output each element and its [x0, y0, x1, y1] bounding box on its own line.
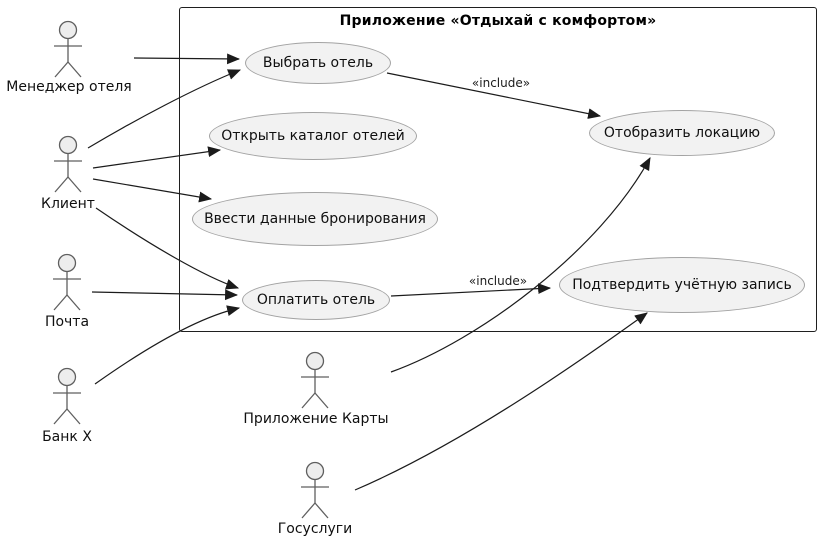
actor-gosuslugi-icon — [301, 461, 329, 519]
actor-maps-app-label: Приложение Карты — [243, 411, 389, 427]
include-label-confirm-account: «include» — [468, 274, 528, 288]
actor-client-icon — [54, 135, 82, 193]
usecase-confirm-account: Подтвердить учётную запись — [559, 257, 805, 313]
usecase-pay-hotel: Оплатить отель — [242, 280, 390, 320]
usecase-enter-booking-data: Ввести данные бронирования — [192, 192, 438, 246]
actor-post-label: Почта — [44, 314, 90, 330]
usecase-choose-hotel: Выбрать отель — [245, 42, 391, 84]
include-label-show-location: «include» — [471, 76, 531, 90]
actor-client-label: Клиент — [41, 196, 95, 212]
usecase-open-catalog: Открыть каталог отелей — [209, 112, 417, 160]
actor-maps-app-icon — [301, 351, 329, 409]
edge-gosuslugi-to-confirm-account — [354, 312, 648, 491]
actor-bank-x-label: Банк X — [42, 429, 92, 445]
system-boundary-title: Приложение «Отдыхай с комфортом» — [339, 13, 657, 29]
actor-bank-x-icon — [53, 367, 81, 425]
actor-hotel-manager-icon — [54, 20, 82, 78]
actor-gosuslugi-label: Госуслуги — [277, 521, 353, 537]
actor-hotel-manager-label: Менеджер отеля — [6, 79, 132, 95]
actor-post-icon — [53, 253, 81, 311]
usecase-show-location: Отобразить локацию — [589, 110, 775, 156]
